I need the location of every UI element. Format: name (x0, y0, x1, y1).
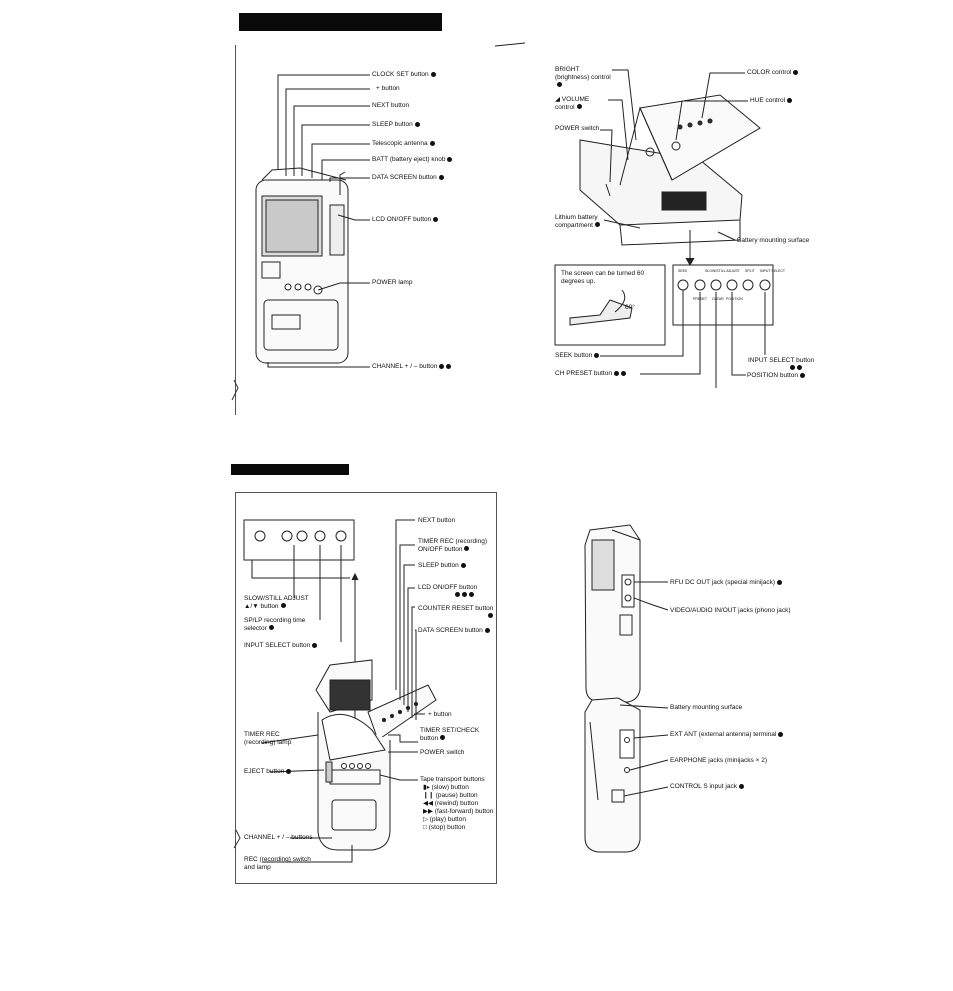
label-rfu-dc-out: RFU DC OUT jack (special minijack) (670, 579, 782, 587)
label-data-screen-button: DATA SCREEN button (372, 174, 444, 182)
label-volume-control: ◢ VOLUME control (555, 96, 590, 111)
label-timer-rec-onoff: TIMER REC (recording) ON/OFF button (418, 538, 487, 553)
label-slow-still-adjust: SLOW/STILL ADJUST ▲/▼ button (244, 595, 309, 610)
label-channel-buttons-bl: CHANNEL + / – buttons (244, 834, 313, 841)
label-tape-ff: ▶▶ (fast-forward) button (423, 808, 494, 815)
label-battery-mounting-surface: Battery mounting surface (737, 237, 810, 244)
label-power-switch: POWER switch (555, 125, 600, 132)
label-next-button-bl: NEXT button (418, 517, 456, 524)
label-channel-button: CHANNEL + / – button (372, 363, 452, 371)
label-battery-mounting-surface-br: Battery mounting surface (670, 704, 743, 711)
label-lcd-onoff-bl: LCD ON/OFF button (418, 584, 477, 599)
key-input: INPUT SELECT (760, 269, 786, 273)
label-control-s-jack: CONTROL S input jack (670, 783, 744, 791)
label-counter-reset: COUNTER RESET button (418, 605, 493, 620)
label-ext-ant-terminal: EXT ANT (external antenna) terminal (670, 731, 784, 739)
label-sp-lp-selector: SP/LP recording time selector (244, 617, 306, 632)
label-timer-rec-lamp: TIMER REC (recording) lamp (244, 731, 292, 746)
label-input-select-button: INPUT SELECT button (748, 357, 814, 372)
section-title-bar-top (239, 13, 442, 31)
label-eject-button: EJECT button (244, 768, 292, 776)
label-power-switch-bl: POWER switch (420, 749, 465, 756)
label-lcd-onoff-button: LCD ON/OFF button (372, 216, 439, 224)
label-position-button: POSITION button (747, 372, 805, 380)
label-tape-play: ▷ (play) button (423, 816, 466, 823)
section-title-bar-bottom (231, 464, 349, 475)
key-position: POSITION (726, 297, 743, 301)
label-plus-button-bl: + button (428, 711, 452, 718)
label-tape-stop: □ (stop) button (423, 824, 466, 831)
label-bright-control: BRIGHT (brightness) control (555, 66, 615, 89)
label-hue-control: HUE control (750, 97, 793, 105)
label-video-audio-jacks: VIDEO/AUDIO IN/OUT jacks (phono jack) (670, 607, 791, 614)
label-plus-button: + button (376, 85, 400, 92)
label-angle-60: 60° (625, 304, 635, 311)
key-clear: CLEAR (712, 297, 724, 301)
label-tape-rewind: ◀◀ (rewind) button (423, 800, 479, 807)
key-slow-adjust: SLOW/STILL ADJUST (705, 269, 740, 273)
label-tape-transport: Tape transport buttons (420, 776, 485, 783)
label-lithium-compartment: Lithium battery compartment (555, 214, 605, 229)
key-split: SPLIT (745, 269, 755, 273)
label-ch-preset-button: CH PRESET button (555, 370, 626, 378)
key-preset: PRESET (693, 297, 708, 301)
label-rec-switch: REC (recording) switch and lamp (244, 856, 311, 871)
note-screen-tilt: The screen can be turned 60 degrees up. (561, 270, 645, 285)
label-tape-pause: ❙❙ (pause) button (423, 792, 478, 799)
label-input-select-button-bl: INPUT SELECT button (244, 642, 318, 650)
label-seek-button: SEEK button (555, 352, 600, 360)
label-data-screen-bl: DATA SCREEN button (418, 627, 490, 635)
label-sleep-button: SLEEP button (372, 121, 420, 129)
key-seek: SEEK (678, 269, 688, 273)
label-tape-slow: ▮▸ (slow) button (423, 784, 469, 791)
label-telescopic-antenna: Telescopic antenna (372, 140, 435, 148)
label-color-control: COLOR control (747, 69, 799, 77)
label-timer-set-check: TIMER SET/CHECK button (420, 727, 480, 742)
label-next-button: NEXT button (372, 102, 410, 109)
label-earphone-jacks: EARPHONE jacks (minijacks × 2) (670, 757, 767, 764)
label-batt-knob: BATT (battery eject) knob (372, 156, 453, 164)
label-sleep-button-bl: SLEEP button (418, 562, 466, 570)
label-power-lamp: POWER lamp (372, 279, 413, 286)
label-clock-set-button: CLOCK SET button (372, 71, 436, 79)
